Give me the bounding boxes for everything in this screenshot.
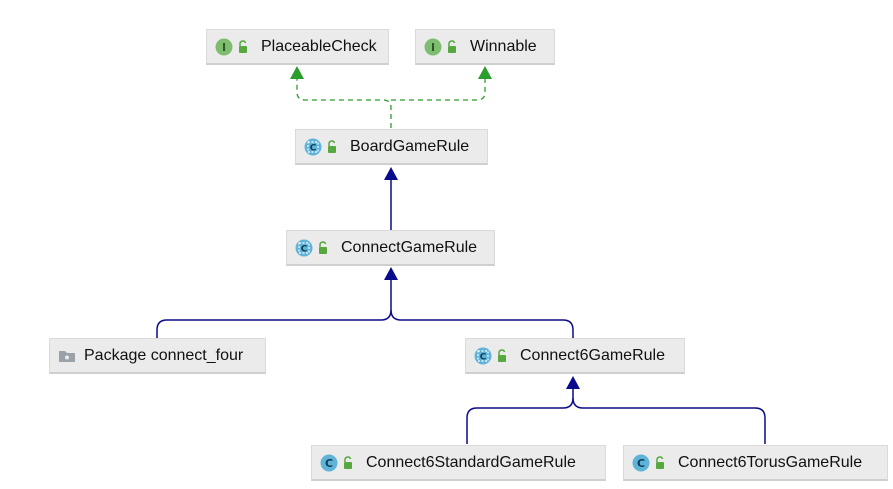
svg-text:C: C bbox=[480, 352, 487, 362]
node-label: Connect6StandardGameRule bbox=[366, 453, 576, 471]
edge-connect6gamerule-extends-connectgamerule bbox=[390, 309, 574, 338]
node-label: BoardGameRule bbox=[350, 137, 470, 155]
interface-icon: I bbox=[215, 38, 233, 55]
public-lock-icon bbox=[448, 39, 456, 53]
svg-text:C: C bbox=[325, 457, 333, 470]
node-placeablecheck[interactable]: I PlaceableCheck bbox=[206, 29, 389, 65]
node-package-connect-four[interactable]: Package connect_four bbox=[49, 338, 266, 374]
arrowhead-placeablecheck bbox=[290, 66, 304, 79]
edge-connect6torus-extends-connect6gamerule bbox=[572, 397, 766, 444]
edge-package-extends-connectgamerule bbox=[156, 278, 392, 338]
public-lock-icon bbox=[498, 348, 506, 362]
class-icon: C bbox=[632, 454, 650, 471]
arrowhead-connectgamerule bbox=[384, 267, 398, 280]
public-lock-icon bbox=[239, 39, 247, 53]
node-connect6torusgamerule[interactable]: C Connect6TorusGameRule bbox=[623, 445, 888, 481]
svg-text:C: C bbox=[637, 457, 645, 470]
node-boardgamerule[interactable]: C BoardGameRule bbox=[295, 129, 488, 165]
edge-boardgamerule-implements-placeablecheck bbox=[296, 78, 392, 128]
node-label: ConnectGameRule bbox=[341, 238, 478, 256]
class-icon: C bbox=[320, 454, 338, 471]
public-lock-icon bbox=[656, 455, 664, 469]
public-lock-icon bbox=[344, 455, 352, 469]
node-connect6gamerule[interactable]: C Connect6GameRule bbox=[465, 338, 685, 374]
node-label: Package connect_four bbox=[84, 346, 244, 364]
node-connect6standardgamerule[interactable]: C Connect6StandardGameRule bbox=[311, 445, 606, 481]
edge-boardgamerule-implements-winnable bbox=[391, 78, 486, 101]
public-lock-icon bbox=[328, 139, 336, 153]
node-winnable[interactable]: I Winnable bbox=[415, 29, 555, 65]
svg-text:I: I bbox=[431, 41, 435, 54]
public-lock-icon bbox=[319, 240, 327, 254]
abstract-class-icon: C bbox=[474, 347, 492, 364]
node-connectgamerule[interactable]: C ConnectGameRule bbox=[286, 230, 495, 266]
arrowhead-connect6gamerule bbox=[566, 376, 580, 389]
arrowhead-winnable bbox=[478, 66, 492, 79]
arrowhead-boardgamerule bbox=[384, 167, 398, 180]
node-label: Winnable bbox=[470, 37, 537, 55]
node-label: PlaceableCheck bbox=[261, 37, 377, 55]
svg-text:I: I bbox=[222, 41, 226, 54]
edge-connect6standard-extends-connect6gamerule bbox=[466, 388, 574, 444]
node-label: Connect6TorusGameRule bbox=[678, 453, 863, 471]
node-label: Connect6GameRule bbox=[520, 346, 665, 364]
interface-icon: I bbox=[424, 38, 442, 55]
abstract-class-icon: C bbox=[304, 138, 322, 155]
abstract-class-icon: C bbox=[295, 239, 313, 256]
svg-text:C: C bbox=[301, 244, 308, 254]
package-folder-icon bbox=[59, 350, 75, 362]
svg-text:C: C bbox=[310, 143, 317, 153]
